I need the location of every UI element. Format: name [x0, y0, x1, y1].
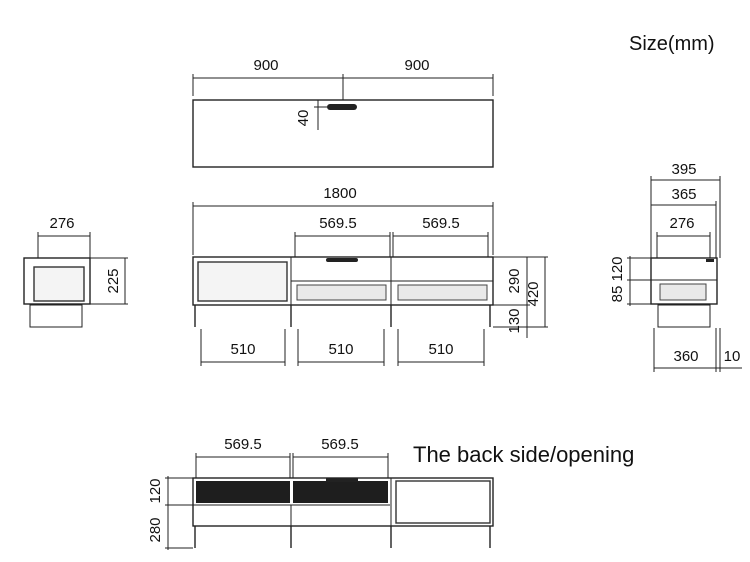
front-drawer-width-a-dim: 569.5 [319, 215, 357, 232]
front-total-width-dim: 1800 [323, 185, 356, 202]
left-side-height-dim: 225 [105, 268, 122, 293]
back-opening-b [293, 481, 388, 503]
front-drawer-b [397, 284, 488, 301]
right-side-back-lip [706, 259, 714, 262]
front-glass-door [197, 261, 288, 302]
right-side-back-gap-dim: 10 [724, 348, 741, 365]
right-side-mid-depth-dim: 365 [671, 186, 696, 203]
top-view-half-left-dim: 900 [253, 57, 278, 74]
back-opening-width-a-dim: 569.5 [224, 436, 262, 453]
front-inner-right-dim: 510 [428, 341, 453, 358]
right-side-body [650, 257, 718, 305]
front-leg-height-dim: 130 [506, 308, 523, 333]
right-side-upper-height-dim: 120 [609, 256, 626, 281]
left-side-width-dim: 276 [49, 215, 74, 232]
front-drawer-a [296, 284, 387, 301]
back-cable-slot [326, 478, 358, 482]
right-side-drawer [659, 283, 707, 301]
top-view-half-right-dim: 900 [404, 57, 429, 74]
front-view: 1800 569.5 569.5 290 130 420 [192, 185, 548, 366]
back-opening-height-dim: 120 [147, 478, 164, 503]
back-view-caption: The back side/opening [413, 442, 634, 467]
front-inner-left-dim: 510 [230, 341, 255, 358]
right-side-base [657, 304, 711, 328]
right-side-bottom-depth-dim: 360 [673, 348, 698, 365]
right-side-outer-depth-dim: 395 [671, 161, 696, 178]
back-opening-a [196, 481, 290, 503]
front-inner-middle-dim: 510 [328, 341, 353, 358]
left-side-view: 276 225 [23, 215, 128, 328]
front-total-height-dim: 420 [525, 281, 542, 306]
front-drawer-width-b-dim: 569.5 [422, 215, 460, 232]
right-side-lower-height-dim: 85 [609, 286, 626, 303]
front-cable-slot [326, 258, 358, 262]
back-opening-width-b-dim: 569.5 [321, 436, 359, 453]
top-view-board [192, 99, 494, 168]
right-side-inner-depth-dim: 276 [669, 215, 694, 232]
cable-hole [327, 104, 357, 110]
top-view-hole-offset-dim: 40 [295, 110, 312, 127]
back-view: The back side/opening 569.5 569.5 120 28… [147, 436, 634, 550]
left-side-body [23, 257, 91, 305]
left-side-base [29, 304, 83, 328]
right-side-view: 395 365 276 120 85 360 10 [609, 161, 742, 372]
back-panel-right [395, 480, 491, 524]
left-side-glass [33, 266, 85, 302]
back-lower-height-dim: 280 [147, 517, 164, 542]
front-drawer-height-dim: 290 [506, 268, 523, 293]
top-view: 900 900 40 [192, 57, 494, 168]
size-unit-title: Size(mm) [629, 33, 715, 55]
